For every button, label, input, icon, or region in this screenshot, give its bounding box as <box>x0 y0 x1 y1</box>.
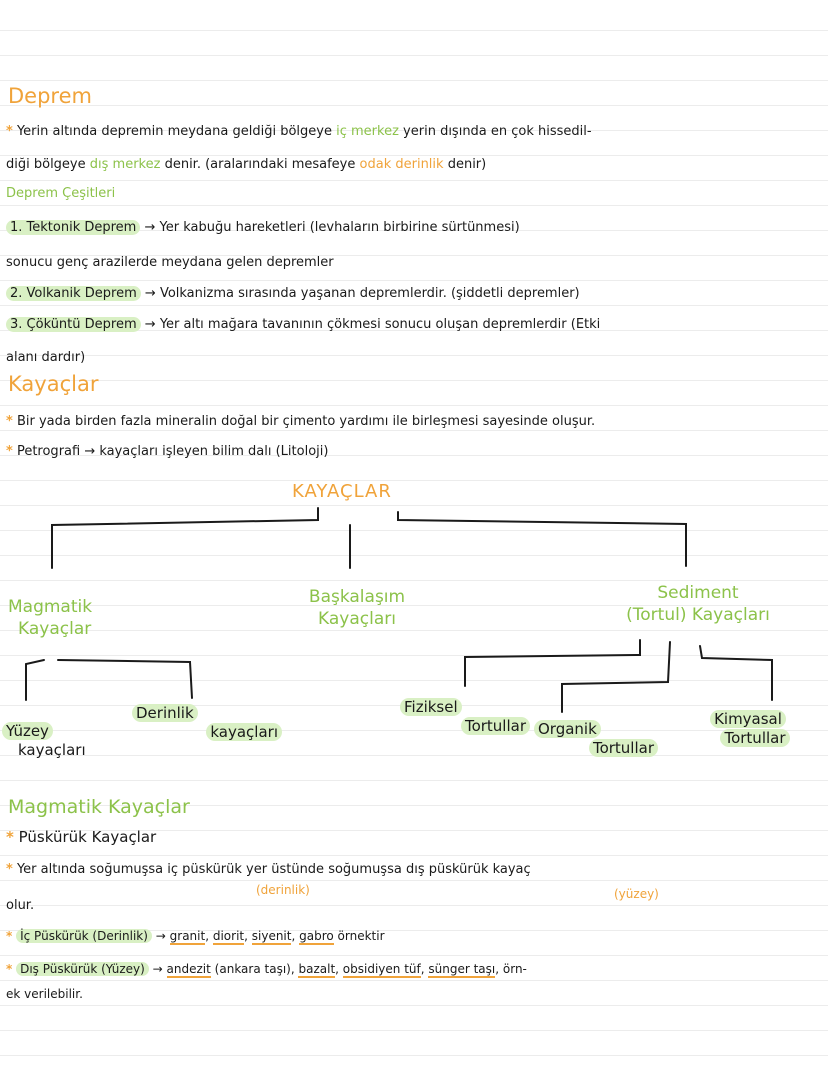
bullet-icon: * <box>6 862 13 877</box>
text: diği bölgeye <box>6 157 86 172</box>
tree-leaf-fiziksel: Fiziksel Tortullar <box>400 698 530 736</box>
text: Tortullar <box>460 717 530 735</box>
text: Kimyasal <box>710 710 786 728</box>
text: kayaçları <box>206 723 282 741</box>
text: Magmatik <box>8 597 93 617</box>
heading-deprem-cesitleri: Deprem Çeşitleri <box>6 186 116 201</box>
text: yerin dışında en çok hissedil- <box>403 124 592 139</box>
label-dis-puskuruk: Dış Püskürük (Yüzey) <box>16 962 149 976</box>
text: Yerin altında depremin meydana geldiği b… <box>16 124 332 139</box>
magmatik-bullet-2: * Yer altında soğumuşsa iç püskürük yer … <box>6 862 531 878</box>
heading-kayaclar: Kayaçlar <box>8 372 99 396</box>
tree-node-magmatik: Magmatik Kayaçlar <box>8 596 128 640</box>
note-yuzey: (yüzey) <box>614 887 659 901</box>
heading-magmatik-kayaclar: Magmatik Kayaçlar <box>8 796 190 818</box>
kayaclar-bullet-1: * Bir yada birden fazla mineralin doğal … <box>6 414 595 430</box>
tree-leaf-kimyasal: Kimyasal Tortullar <box>688 710 808 748</box>
magmatik-bullet-1: * Püskürük Kayaçlar <box>6 829 156 845</box>
text: Kayaçlar <box>18 619 92 639</box>
bullet-icon: * <box>6 828 14 846</box>
text: Kayaçları <box>318 609 396 629</box>
tree-node-baskalasim: Başkalaşım Kayaçları <box>282 586 432 630</box>
bullet-icon: * <box>6 929 13 943</box>
label-tektonik: 1. Tektonik Deprem <box>6 220 141 235</box>
label-ic-puskuruk: İç Püskürük (Derinlik) <box>16 929 152 943</box>
deprem-type-1: 1. Tektonik Deprem → Yer kabuğu hareketl… <box>6 220 520 236</box>
bullet-icon: * <box>6 414 13 429</box>
text: Yer altı mağara tavanının çökmesi sonucu… <box>159 317 601 332</box>
paragraph-deprem-line1: * Yerin altında depremin meydana geldiği… <box>6 124 592 140</box>
bullet-icon: * <box>6 124 13 139</box>
magmatik-bullet-2-cont: olur. <box>6 898 35 913</box>
deprem-type-3-cont: alanı dardır) <box>6 350 86 365</box>
text: kayaçları <box>18 741 86 759</box>
text: denir) <box>447 157 487 172</box>
deprem-type-2: 2. Volkanik Deprem → Volkanizma sırasınd… <box>6 286 580 302</box>
tree-root: KAYAÇLAR <box>292 481 392 502</box>
text: Petrografi → kayaçları işleyen bilim dal… <box>16 444 329 459</box>
example-andezit: andezit <box>166 962 211 978</box>
example-obsidiyen-tuf: obsidiyen tüf <box>342 962 421 978</box>
text: Derinlik <box>132 704 198 722</box>
label-cokuntu: 3. Çöküntü Deprem <box>6 317 141 332</box>
tree-node-sediment: Sediment (Tortul) Kayaçları <box>598 582 798 626</box>
text: (ankara taşı), <box>214 962 295 976</box>
tree-leaf-yuzey: Yüzey kayaçları <box>2 722 86 760</box>
note-derinlik: (derinlik) <box>256 883 310 897</box>
paragraph-deprem-line2: diği bölgeye dış merkez denir. (araların… <box>6 157 486 173</box>
heading-deprem: Deprem <box>8 84 92 108</box>
magmatik-bullet-4: * Dış Püskürük (Yüzey) → andezit (ankara… <box>6 962 527 978</box>
deprem-type-3: 3. Çöküntü Deprem → Yer altı mağara tava… <box>6 317 600 333</box>
example-gabro: gabro <box>299 929 334 945</box>
text: Volkanizma sırasında yaşanan depremlerdi… <box>159 286 580 301</box>
tree-leaf-derinlik: Derinlik kayaçları <box>132 704 282 742</box>
label-volkanik: 2. Volkanik Deprem <box>6 286 141 301</box>
arrow-icon: → <box>155 929 166 943</box>
text: Tortullar <box>588 739 658 757</box>
text: Sediment <box>657 583 739 603</box>
bullet-icon: * <box>6 962 13 976</box>
term-odak-derinlik: odak derinlik <box>359 157 444 172</box>
term-dis-merkez: dış merkez <box>89 157 161 172</box>
text: Püskürük Kayaçlar <box>18 828 157 846</box>
text: Yer kabuğu hareketleri (levhaların birbi… <box>159 220 520 235</box>
text: Fiziksel <box>400 698 462 716</box>
text: Yüzey <box>2 722 53 740</box>
text: örn- <box>502 962 527 976</box>
deprem-type-1-cont: sonucu genç arazilerde meydana gelen dep… <box>6 255 334 270</box>
text: (Tortul) Kayaçları <box>626 605 770 625</box>
text: Bir yada birden fazla mineralin doğal bi… <box>16 414 596 429</box>
example-bazalt: bazalt <box>298 962 336 978</box>
text: Başkalaşım <box>308 587 406 607</box>
arrow-icon: → <box>144 286 156 301</box>
example-sunger-tasi: sünger taşı <box>428 962 496 978</box>
example-siyenit: siyenit <box>251 929 292 945</box>
text: Yer altında soğumuşsa iç püskürük yer üs… <box>16 862 531 877</box>
bullet-icon: * <box>6 444 13 459</box>
text: Tortullar <box>720 729 790 747</box>
arrow-icon: → <box>144 220 156 235</box>
text: örnektir <box>337 929 385 943</box>
magmatik-bullet-3: * İç Püskürük (Derinlik) → granit, diori… <box>6 929 385 945</box>
kayaclar-bullet-2: * Petrografi → kayaçları işleyen bilim d… <box>6 444 328 460</box>
example-diorit: diorit <box>212 929 245 945</box>
magmatik-bullet-4-cont: ek verilebilir. <box>6 987 83 1001</box>
tree-leaf-organik: Organik Tortullar <box>534 720 658 758</box>
term-ic-merkez: iç merkez <box>336 124 399 139</box>
text: denir. (aralarındaki mesafeye <box>164 157 356 172</box>
arrow-icon: → <box>144 317 156 332</box>
arrow-icon: → <box>152 962 163 976</box>
text: Organik <box>534 720 601 738</box>
example-granit: granit <box>169 929 206 945</box>
